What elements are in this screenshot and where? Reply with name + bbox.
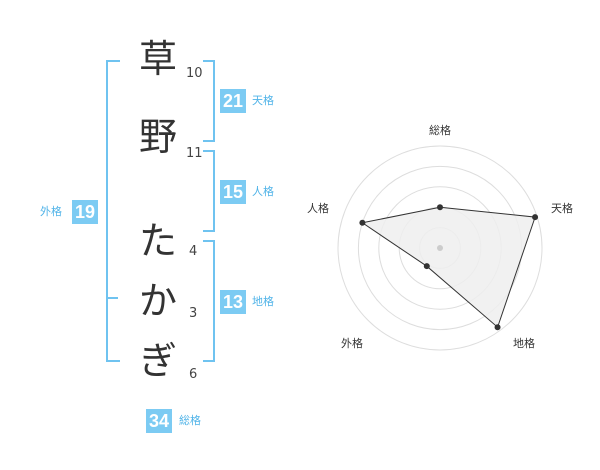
- jinkaku-score: 15: [220, 180, 246, 204]
- tenkaku-bracket: [203, 60, 215, 142]
- radar-points: [359, 204, 539, 331]
- radar-point-4: [359, 219, 366, 226]
- radar-point-2: [494, 324, 501, 331]
- radar-axis-label-jinkaku: 人格: [307, 201, 329, 215]
- gaikaku-bracket-tick-mid: [106, 297, 118, 299]
- chikaku-label: 地格: [252, 295, 274, 308]
- soukaku-label: 総格: [179, 414, 201, 427]
- stroke-count-1: 10: [186, 66, 203, 81]
- radar-ring-5: [337, 145, 543, 351]
- jinkaku-label: 人格: [252, 185, 274, 198]
- tenkaku-score: 21: [220, 89, 246, 113]
- soukaku-score: 34: [146, 409, 172, 433]
- stroke-count-5: 6: [189, 367, 198, 382]
- stroke-count-2: 11: [186, 146, 203, 161]
- radar-point-0: [437, 204, 443, 211]
- name-char-2: 野: [138, 115, 177, 159]
- radar-point-3: [423, 263, 430, 270]
- radar-axis-label-soukaku: 総格: [429, 123, 451, 137]
- radar-data-polygon: [361, 206, 536, 329]
- stroke-count-3: 4: [189, 244, 198, 259]
- gaikaku-score: 19: [72, 200, 98, 224]
- stroke-count-4: 3: [189, 306, 198, 321]
- radar-axis-label-tenkaku: 天格: [551, 201, 573, 215]
- jinkaku-bracket: [203, 150, 215, 232]
- name-char-1: 草: [138, 37, 177, 81]
- radar-center-dot: [437, 245, 443, 251]
- name-char-4: か: [138, 279, 177, 323]
- radar-axis-label-chikaku: 地格: [513, 336, 535, 350]
- radar-point-1: [532, 214, 539, 221]
- radar-axis-label-gaikaku: 外格: [341, 336, 363, 350]
- chikaku-bracket: [203, 240, 215, 362]
- gaikaku-bracket: [106, 60, 120, 362]
- name-char-3: た: [138, 219, 177, 263]
- chikaku-score: 13: [220, 290, 246, 314]
- gaikaku-label: 外格: [40, 205, 62, 218]
- tenkaku-label: 天格: [252, 94, 274, 107]
- name-char-5: ぎ: [138, 339, 177, 383]
